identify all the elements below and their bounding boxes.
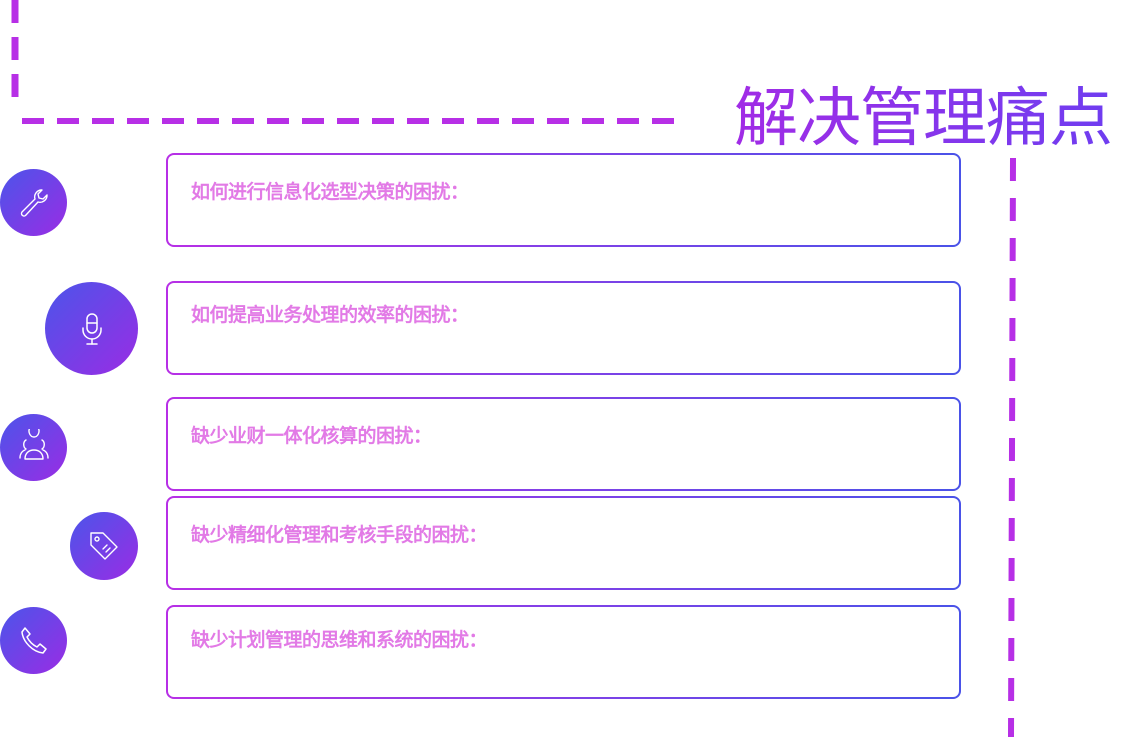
users-icon — [18, 428, 49, 460]
tag-circle — [70, 512, 138, 580]
wrench-circle — [0, 169, 67, 236]
tag-icon — [90, 532, 118, 560]
phone-icon — [20, 626, 47, 654]
microphone-circle — [45, 282, 138, 375]
pain-point-card-3: 缺少业财一体化核算的困扰： — [166, 397, 961, 491]
pain-point-label: 如何进行信息化选型决策的困扰： — [191, 181, 469, 203]
phone-circle — [0, 607, 67, 674]
wrench-icon — [20, 188, 48, 217]
microphone-icon — [81, 312, 102, 345]
pain-point-card-1: 如何进行信息化选型决策的困扰： — [166, 153, 961, 247]
pain-point-label: 缺少计划管理的思维和系统的困扰： — [191, 629, 488, 651]
pain-point-label: 缺少精细化管理和考核手段的困扰： — [191, 524, 488, 546]
pain-point-label: 如何提高业务处理的效率的困扰： — [191, 304, 469, 326]
users-circle — [0, 414, 67, 481]
pain-point-card-4: 缺少精细化管理和考核手段的困扰： — [166, 496, 961, 590]
pain-point-card-5: 缺少计划管理的思维和系统的困扰： — [166, 605, 961, 699]
page-title: 解决管理痛点 — [734, 82, 1113, 156]
pain-point-label: 缺少业财一体化核算的困扰： — [191, 425, 432, 447]
pain-point-card-2: 如何提高业务处理的效率的困扰： — [166, 281, 961, 375]
